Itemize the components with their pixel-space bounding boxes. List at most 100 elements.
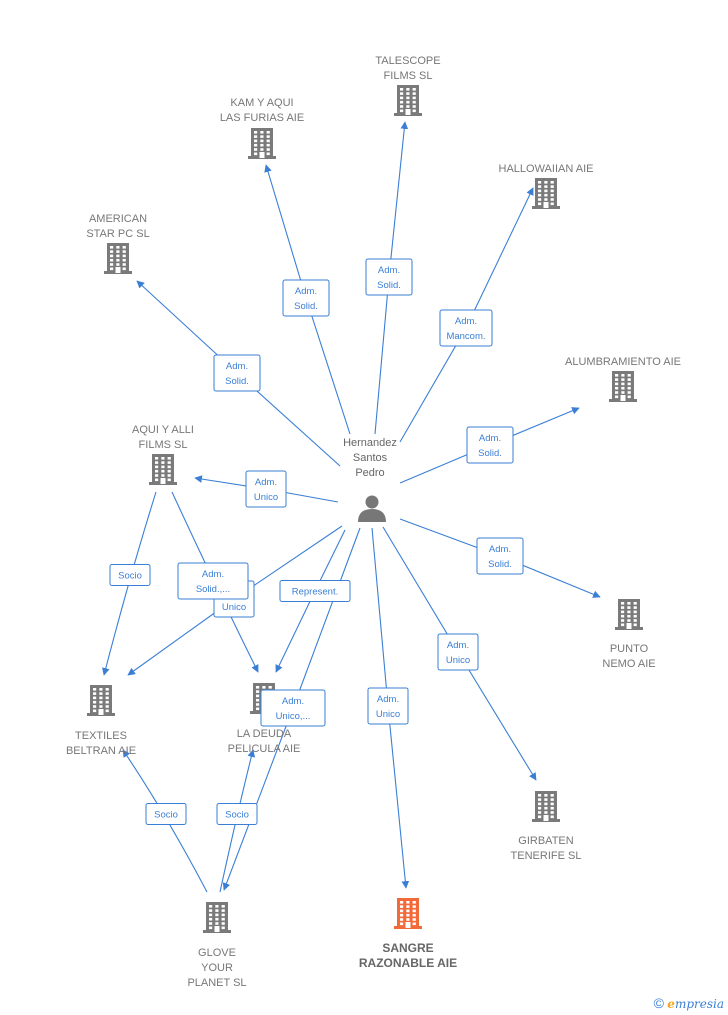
relation-label-text: Unico [254,492,278,503]
relation-label-person-deuda[interactable]: Represent. [279,580,351,602]
building-icon [615,599,643,630]
building-icon [394,85,422,116]
footer-brand[interactable]: © empresia [654,995,724,1011]
relation-label-text: Unico,... [276,711,311,722]
relation-label-text: Adm. [202,569,224,580]
building-icon [149,454,177,485]
relation-label-text: Socio [118,571,142,582]
company-label: RAZONABLE AIE [359,956,457,970]
relation-label-text: Mancom. [446,331,485,342]
copyright-symbol: © [653,995,664,1011]
person-label: Hernandez [343,437,397,449]
brand-logo-e: e [667,997,675,1011]
company-node-kam[interactable]: KAM Y AQUI LAS FURIAS AIE [220,97,304,159]
relation-label-person-alumbramiento[interactable]: Adm. Solid. [466,426,514,464]
building-icon [104,243,132,274]
relation-label-text: Unico [222,602,246,613]
relation-label-text: Represent. [292,587,338,598]
company-node-girbaten[interactable]: GIRBATEN TENERIFE SL [511,791,582,862]
company-node-hallowaiian[interactable]: HALLOWAIIAN AIE [499,163,594,209]
building-icon [87,685,115,716]
relation-label-text: Solid. [294,301,318,312]
relation-label-text: Adm. [255,477,277,488]
company-label: FILMS SL [384,70,433,82]
company-label: PLANET SL [187,977,246,989]
relation-label-person-aquiyalli[interactable]: Adm. Unico [245,470,287,508]
relation-label-box [437,633,479,671]
relation-label-glove-textiles[interactable]: Socio [145,803,187,825]
relation-label-box [439,309,493,347]
company-label: KAM Y AQUI [230,97,293,109]
relation-label-person-talescope[interactable]: Adm.Solid. [365,258,413,296]
relation-label-box [279,580,351,602]
relation-label-text: Adm. [295,286,317,297]
company-label: ALUMBRAMIENTO AIE [565,356,681,368]
relation-label-aquiyalli-deuda[interactable]: Adm.Solid.,... [177,562,249,600]
person-label: Pedro [355,467,384,479]
building-icon [532,791,560,822]
company-node-alumbramiento[interactable]: ALUMBRAMIENTO AIE [565,356,681,402]
relation-label-box [282,279,330,317]
relation-label-text: Solid. [478,448,502,459]
relation-label-person-hallowaiian[interactable]: Adm. Mancom. [439,309,493,347]
building-icon [248,128,276,159]
company-label: STAR PC SL [86,228,149,240]
relation-label-text: Adm. [282,696,304,707]
relation-label-box [365,258,413,296]
relation-label-box [466,426,514,464]
building-icon [203,902,231,933]
company-label: PUNTO [610,643,649,655]
company-label: LA DEUDA [237,728,292,740]
relation-label-person-american[interactable]: Adm. Solid. [213,354,261,392]
relation-label-box [213,354,261,392]
company-node-punto[interactable]: PUNTO NEMO AIE [602,599,656,670]
relation-label-aquiyalli-textiles[interactable]: Socio [109,564,151,586]
company-label: TENERIFE SL [511,850,582,862]
company-label: FILMS SL [139,439,188,451]
company-label: NEMO AIE [602,658,655,670]
company-label: GIRBATEN [518,835,573,847]
relation-label-text: Solid. [488,559,512,570]
relation-label-text: Adm. [226,361,248,372]
company-label: GLOVE [198,947,236,959]
nodes-layer: TALESCOPE FILMS SL KAM Y AQUI LAS FURIAS AI… [66,55,681,989]
company-label: BELTRAN AIE [66,745,136,757]
relation-label-person-sangre[interactable]: Adm.Unico [367,687,409,725]
company-label: PELICULA AIE [228,743,301,755]
relation-label-text: Adm. [455,316,477,327]
company-node-talescope[interactable]: TALESCOPE FILMS SL [375,55,441,116]
relation-label-box [109,564,151,586]
company-label: HALLOWAIIAN AIE [499,163,594,175]
relation-label-text: Solid. [225,376,249,387]
relation-label-box [145,803,187,825]
relation-label-text: Adm. [489,544,511,555]
relation-label-person-girbaten[interactable]: Adm. Unico [437,633,479,671]
brand-logo-text: mpresia [674,997,724,1011]
relation-label-text: Solid. [377,280,401,291]
relation-label-box [216,803,258,825]
company-label: LAS FURIAS AIE [220,112,304,124]
relation-label-person-kam[interactable]: Adm. Solid. [282,279,330,317]
relation-label-text: Unico [446,655,470,666]
relation-label-text: Socio [225,810,249,821]
relation-label-glove-deuda[interactable]: Socio [216,803,258,825]
relation-label-box [177,562,249,600]
person-label: Santos [353,452,388,464]
relation-label-text: Adm. [447,640,469,651]
company-label: TALESCOPE [375,55,440,67]
relation-label-text: Unico [376,709,400,720]
relation-label-box [260,689,326,727]
building-icon [609,371,637,402]
relation-label-person-glove[interactable]: Adm. Unico,... [260,689,326,727]
relation-label-text: Adm. [479,433,501,444]
relation-label-person-punto[interactable]: Adm. Solid. [476,537,524,575]
edges-layer [102,121,601,893]
relation-label-box [367,687,409,725]
